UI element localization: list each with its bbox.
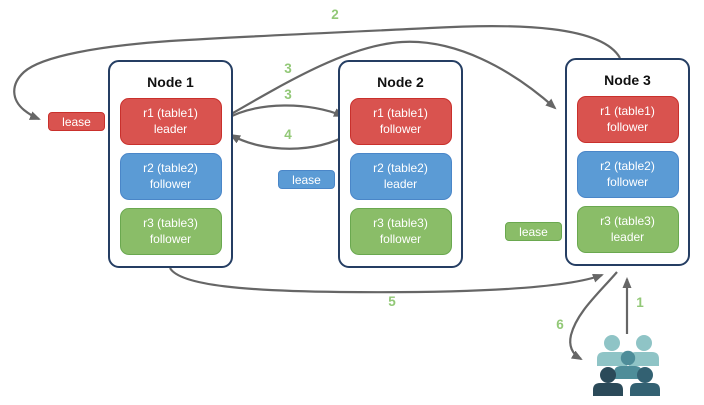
step-label-3a: 3 (284, 61, 292, 76)
replica-role: follower (606, 174, 649, 189)
user-middle (614, 350, 642, 379)
node-3: Node 3 r1 (table1) follower r2 (table2) … (565, 58, 690, 266)
replica-name: r2 (table2) (600, 158, 655, 173)
replica-name: r1 (table1) (143, 105, 198, 120)
node-1-replica-r2: r2 (table2) follower (119, 153, 222, 200)
lease-badge-table1: lease (48, 112, 105, 131)
replica-role: follower (606, 119, 649, 134)
node-3-replica-r1: r1 (table1) follower (576, 96, 679, 143)
lease-badge-table2: lease (278, 170, 335, 189)
users-group-icon (593, 335, 660, 396)
replica-name: r3 (table3) (373, 215, 428, 230)
replica-name: r1 (table1) (600, 103, 655, 118)
replica-name: r2 (table2) (373, 160, 428, 175)
step-label-6: 6 (556, 317, 564, 332)
replica-name: r3 (table3) (143, 215, 198, 230)
arrow-step-5 (169, 267, 604, 294)
node-2: Node 2 r1 (table1) follower r2 (table2) … (338, 60, 463, 268)
replica-role: leader (383, 176, 418, 191)
replica-name: r1 (table1) (373, 105, 428, 120)
replica-name: r3 (table3) (600, 213, 655, 228)
replica-role: leader (153, 121, 188, 136)
node-3-replica-r3: r3 (table3) leader (576, 206, 679, 253)
node-3-replica-r2: r2 (table2) follower (576, 151, 679, 198)
node-1-replica-r3: r3 (table3) follower (119, 208, 222, 255)
step-label-3b: 3 (284, 87, 292, 102)
node-1: Node 1 r1 (table1) leader r2 (table2) fo… (108, 60, 233, 268)
node-2-title: Node 2 (377, 74, 424, 90)
node-3-title: Node 3 (604, 72, 651, 88)
lease-badge-table3: lease (505, 222, 562, 241)
step-label-2: 2 (331, 7, 339, 22)
arrow-step-2 (13, 25, 621, 121)
user-back-left (597, 335, 627, 366)
replica-role: follower (379, 231, 422, 246)
replica-role: follower (379, 121, 422, 136)
node-2-replica-r1: r1 (table1) follower (349, 98, 452, 145)
replica-role: follower (149, 231, 192, 246)
user-back-right (629, 335, 659, 366)
user-front-right (630, 367, 660, 396)
user-front-left (593, 367, 623, 396)
replica-name: r2 (table2) (143, 160, 198, 175)
node-1-title: Node 1 (147, 74, 194, 90)
replica-role: leader (610, 229, 645, 244)
node-1-replica-r1: r1 (table1) leader (119, 98, 222, 145)
arrow-step-3-to-node2 (225, 104, 345, 120)
step-label-1: 1 (636, 295, 644, 310)
replica-role: follower (149, 176, 192, 191)
node-2-replica-r3: r3 (table3) follower (349, 208, 452, 255)
step-label-4: 4 (284, 127, 292, 142)
node-2-replica-r2: r2 (table2) leader (349, 153, 452, 200)
step-label-5: 5 (388, 294, 396, 309)
